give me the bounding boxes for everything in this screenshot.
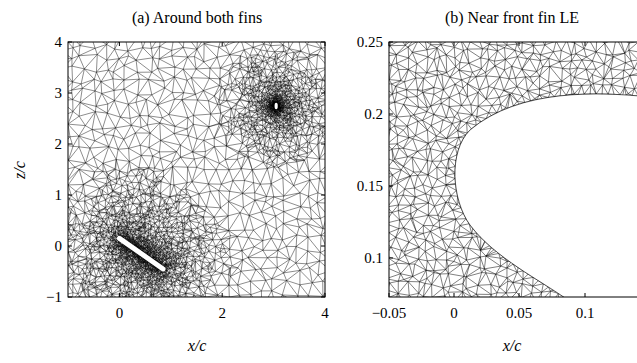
- tick-label: 0.25: [357, 35, 383, 50]
- tick-mark: [68, 195, 72, 196]
- tick-mark: [222, 42, 223, 46]
- tick-mark: [68, 42, 72, 43]
- tick-label: 0.2: [364, 107, 383, 122]
- tick-mark: [222, 293, 223, 297]
- tick-label: 0.15: [357, 179, 383, 194]
- tick-mark: [389, 114, 393, 115]
- tick-label: 0: [450, 306, 458, 321]
- tick-mark: [321, 195, 325, 196]
- tick-mark: [389, 186, 393, 187]
- triangle-mesh: [389, 42, 637, 297]
- tick-mark: [119, 42, 120, 46]
- axes-frames: [68, 42, 637, 297]
- tick-mark: [389, 293, 390, 297]
- tick-label: 0.05: [506, 306, 532, 321]
- tick-label: 0.1: [364, 251, 383, 266]
- tick-mark: [119, 293, 120, 297]
- tick-label: −0.05: [372, 306, 407, 321]
- tick-mark: [68, 246, 72, 247]
- tick-mark: [68, 93, 72, 94]
- tick-mark: [321, 93, 325, 94]
- front-fin: [119, 238, 163, 269]
- tick-mark: [321, 42, 325, 43]
- tick-label: 0: [116, 306, 124, 321]
- tick-label: −1: [46, 290, 62, 305]
- rear-fin: [275, 103, 278, 109]
- mesh-panel-a: [68, 42, 325, 297]
- tick-label: 0.1: [576, 306, 595, 321]
- fin-leading-edge: [455, 94, 637, 297]
- tick-mark: [321, 297, 325, 298]
- tick-mark: [321, 144, 325, 145]
- panel-title: (b) Near front fin LE: [445, 10, 579, 26]
- tick-mark: [321, 246, 325, 247]
- tick-mark: [389, 258, 393, 259]
- tick-label: 4: [55, 35, 63, 50]
- tick-mark: [325, 42, 326, 46]
- tick-label: 0: [55, 239, 63, 254]
- axes-frame: [68, 42, 325, 297]
- tick-mark: [325, 293, 326, 297]
- tick-mark: [585, 42, 586, 46]
- tick-mark: [585, 293, 586, 297]
- tick-label: 1: [55, 188, 63, 203]
- axis-label: x/c: [188, 338, 207, 354]
- tick-label: 2: [218, 306, 226, 321]
- tick-mark: [389, 42, 390, 46]
- triangle-mesh: [68, 42, 325, 297]
- tick-label: 3: [55, 86, 63, 101]
- axis-label: z/c: [12, 161, 28, 179]
- tick-mark: [68, 144, 72, 145]
- axis-label: x/c: [503, 338, 522, 354]
- tick-label: 2: [55, 137, 63, 152]
- tick-mark: [68, 297, 72, 298]
- tick-mark: [454, 42, 455, 46]
- tick-mark: [519, 42, 520, 46]
- tick-mark: [389, 42, 393, 43]
- mesh-panel-b: [389, 42, 637, 297]
- tick-label: 4: [321, 306, 329, 321]
- axes-frame: [389, 42, 637, 297]
- tick-mark: [454, 293, 455, 297]
- tick-mark: [519, 293, 520, 297]
- panel-title: (a) Around both fins: [132, 10, 262, 26]
